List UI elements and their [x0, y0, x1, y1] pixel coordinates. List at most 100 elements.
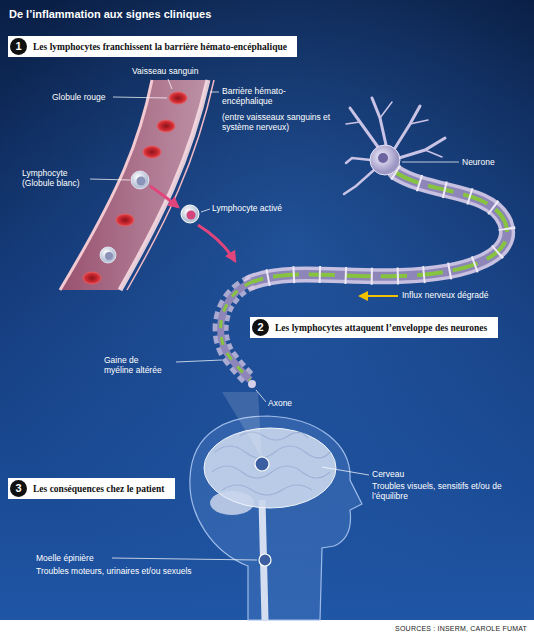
blood-vessel: [60, 80, 208, 290]
diagram-title: De l’inflammation aux signes cliniques: [9, 8, 211, 21]
signal-arrow: [360, 295, 398, 297]
part-label: Axone: [268, 398, 292, 408]
dendrite: [410, 120, 428, 124]
migration-arrow: [150, 186, 178, 207]
part-label: Globule rouge: [52, 92, 105, 102]
part-label: Gaine de myéline altérée: [104, 355, 162, 375]
dendrite: [380, 102, 392, 118]
head-silhouette: [190, 416, 362, 620]
part-label: Lymphocyte (Globule blanc): [22, 168, 92, 188]
part-label: Barrière hémato-encéphalique: [222, 86, 317, 106]
part-label: Axone: [268, 398, 292, 408]
brain-gyri: [215, 446, 330, 458]
leader-line: [112, 558, 257, 560]
part-label: Gaine de myéline altérée: [104, 355, 166, 375]
part-label: Lymphocyte activé: [212, 203, 282, 213]
spinal-cord-focus: [259, 554, 271, 566]
part-label: Neurone: [462, 157, 495, 167]
callout-number: 1: [10, 38, 27, 55]
source-caption: SOURCES : INSERM, CAROLE FUMAT: [395, 625, 527, 632]
red-blood-cell: [83, 272, 101, 284]
blood-brain-barrier: [127, 80, 214, 290]
leader-line: [90, 179, 130, 180]
ranvier-node: [252, 172, 507, 282]
dendrite: [372, 98, 386, 145]
myelin-sheath: [252, 172, 507, 282]
axon-terminal: [248, 380, 256, 388]
source-caption: SOURCES : INSERM, CAROLE FUMAT: [395, 625, 527, 633]
dendrite: [395, 106, 420, 148]
part-label: Moelle épinière: [36, 553, 94, 563]
leader-line: [210, 92, 219, 93]
damaged-myelin: [221, 282, 252, 380]
footer-strip: [0, 620, 534, 637]
dendrite: [399, 138, 445, 158]
part-label: Moelle épinière: [36, 553, 94, 563]
callout-number: 3: [10, 480, 27, 497]
lymphocyte-nucleus: [105, 252, 113, 260]
nerve-signal: [221, 282, 252, 380]
step-band: 3 Les conséquences chez le patient: [8, 478, 175, 499]
leader-line: [322, 467, 369, 475]
part-label: Influx nerveux dégradé: [402, 290, 488, 300]
brain-focus: [255, 457, 269, 471]
step-heading: Les lymphocytes attaquent l’enveloppe de…: [275, 323, 487, 333]
lymphocyte: [131, 171, 149, 189]
part-label: Troubles moteurs, urinaires et/ou sexuel…: [36, 566, 192, 576]
nerve-signal: [252, 172, 507, 282]
dendrite: [425, 150, 442, 157]
part-label: Influx nerveux dégradé: [402, 290, 488, 300]
dendrite: [344, 170, 374, 194]
leader-line: [201, 209, 210, 212]
part-label: Lymphocyte (Globule blanc): [22, 168, 80, 188]
dendrite: [350, 108, 378, 147]
red-blood-cell: [157, 120, 175, 132]
leader-line: [168, 79, 172, 89]
step-band: 1 Les lymphocytes franchissent la barrièr…: [8, 36, 297, 57]
part-label: Lymphocyte activé: [212, 203, 282, 213]
leader-line: [402, 162, 459, 163]
activated-lymphocyte: [181, 205, 199, 223]
leader-line: [256, 390, 266, 402]
axon-core: [221, 282, 252, 380]
part-label: Barrière hémato-encéphalique: [222, 86, 286, 106]
red-blood-cell: [169, 92, 187, 104]
red-blood-cell: [143, 146, 161, 158]
part-label: Vaisseau sanguin: [132, 66, 198, 76]
step-heading: Les lymphocytes franchissent la barrière…: [33, 42, 287, 52]
callout-number: 2: [252, 319, 269, 336]
red-blood-cell: [116, 214, 134, 226]
part-label: Vaisseau sanguin: [132, 66, 198, 76]
part-label: Troubles visuels, sensitifs et/ou de l’é…: [372, 481, 502, 501]
neuron-nucleus: [378, 153, 388, 163]
part-label: Troubles visuels, sensitifs et/ou de l’é…: [372, 481, 522, 501]
lymphocyte: [100, 247, 116, 263]
leader-line: [176, 360, 222, 362]
diagram-title: De l’inflammation aux signes cliniques: [9, 8, 211, 20]
axon-core: [252, 172, 507, 282]
part-label: (entre vaisseaux sanguins et système ner…: [222, 112, 330, 132]
part-label: Neurone: [462, 157, 495, 167]
dendrite: [346, 122, 360, 124]
background: [0, 0, 534, 620]
part-label: Troubles moteurs, urinaires et/ou sexuel…: [36, 566, 192, 576]
leader-line: [113, 97, 167, 98]
part-label: Cerveau: [372, 469, 404, 479]
attack-arrow: [198, 225, 235, 261]
dendrite: [346, 158, 371, 163]
lymphocyte-nucleus: [137, 177, 146, 186]
blood-brain-barrier: [120, 80, 208, 290]
step-heading: Les conséquences chez le patient: [33, 484, 164, 494]
brain: [204, 428, 336, 508]
part-label: Globule rouge: [52, 92, 105, 102]
background-glow: [0, 0, 534, 620]
brain-gyri: [212, 466, 330, 478]
zoom-cone: [222, 392, 262, 458]
step-band: 2 Les lymphocytes attaquent l’enveloppe d…: [250, 317, 498, 338]
lymphocyte-nucleus: [187, 211, 196, 220]
part-label: Cerveau: [372, 469, 404, 479]
brain-gyri: [222, 485, 312, 495]
part-label: (entre vaisseaux sanguins et système ner…: [222, 112, 340, 132]
neuron-body: [370, 145, 400, 175]
